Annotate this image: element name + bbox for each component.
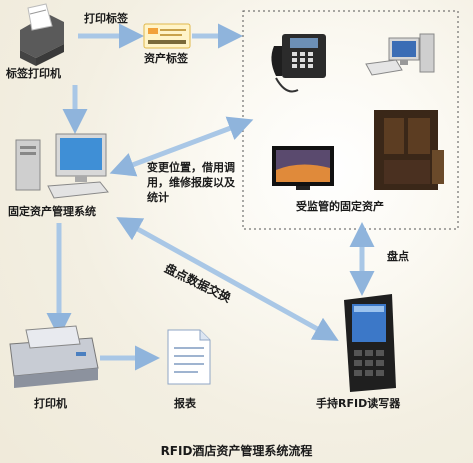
arrow-system-reader-bidirectional: [116, 217, 339, 341]
television-icon: [272, 146, 334, 190]
report-label: 报表: [174, 397, 196, 410]
report-icon: [167, 329, 211, 385]
print-label-label: 打印标签: [84, 12, 128, 25]
phone-icon: [271, 34, 326, 93]
system-computer-icon: [15, 133, 109, 199]
rfid-reader-icon: [344, 294, 396, 392]
printer-label: 打印机: [34, 397, 67, 410]
diagram-caption: RFID酒店资产管理系统流程: [160, 444, 313, 458]
supervised-assets-label: 受监管的固定资产: [296, 200, 384, 213]
printer-icon: [9, 325, 99, 388]
asset-tag-icon: [143, 23, 191, 49]
rfid-reader-label: 手持RFID读写器: [316, 397, 401, 410]
desktop-computer-icon: [365, 33, 435, 76]
asset-tag-label: 资产标签: [144, 52, 188, 65]
label-printer-icon: [20, 3, 64, 66]
inventory-label: 盘点: [387, 250, 409, 263]
change-actions-label: 变更位置，借用调用，维修报废以及统计: [147, 161, 235, 204]
fixed-asset-system-label: 固定资产管理系统: [8, 205, 96, 218]
arrow-system-assets-bidirectional: [109, 116, 254, 177]
label-printer-label: 标签打印机: [6, 67, 61, 80]
cabinet-icon: [374, 110, 444, 190]
